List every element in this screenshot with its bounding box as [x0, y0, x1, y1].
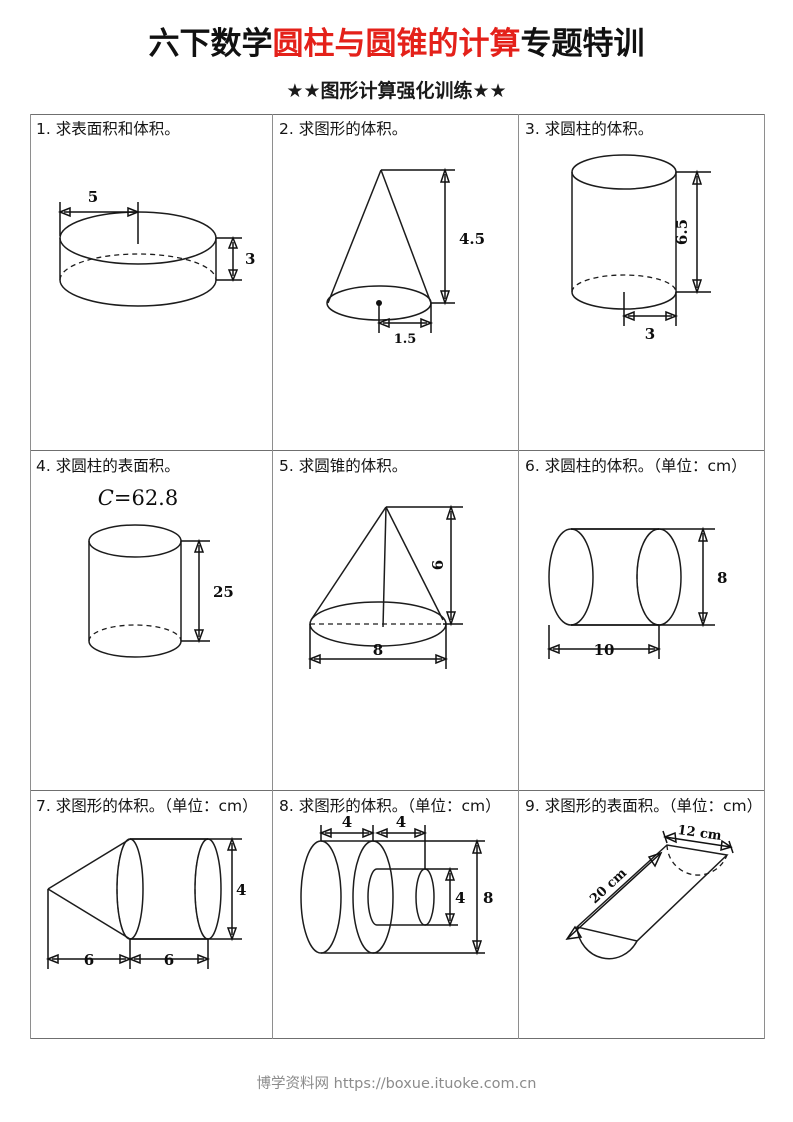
figure-1: 5 3 [30, 140, 272, 340]
problem-grid: 1. 求表面积和体积。 [30, 114, 765, 1039]
problem-cell-4: 4. 求圆柱的表面积。 C=62.8 25 [30, 451, 272, 790]
grid-line-bottom [30, 1038, 765, 1039]
figure-7: 4 6 6 [30, 817, 272, 977]
problem-text-8: 8. 求图形的体积。（单位：cm） [279, 797, 501, 815]
figure-8: 4 4 4 [273, 813, 518, 982]
label-radius-2: 1.5 [394, 332, 417, 347]
figure-2: 4.5 1.5 [273, 140, 518, 350]
title-prefix: 六下数学 [148, 26, 273, 62]
label-small-length-8: 4 [396, 813, 406, 831]
label-height-4: 25 [213, 583, 234, 601]
problem-cell-1: 1. 求表面积和体积。 [30, 114, 272, 450]
grid-line-col1 [272, 114, 273, 1039]
problem-text-5: 5. 求圆锥的体积。 [279, 457, 408, 475]
problem-text-6: 6. 求圆柱的体积。（单位：cm） [525, 457, 747, 475]
page-title: 六下数学圆柱与圆锥的计算专题特训 [0, 18, 793, 63]
label-big-diameter-8: 8 [483, 889, 493, 907]
problem-text-2: 2. 求图形的体积。 [279, 120, 408, 138]
label-cylinder-length-7: 6 [164, 951, 174, 969]
label-height-1: 3 [245, 250, 255, 268]
label-radius-1: 5 [88, 188, 98, 206]
problem-cell-8: 8. 求图形的体积。（单位：cm） [273, 791, 518, 1038]
label-height-3: 6.5 [673, 219, 691, 245]
label-diameter-5: 8 [373, 641, 383, 659]
label-height-2: 4.5 [459, 230, 485, 248]
problem-cell-7: 7. 求图形的体积。（单位：cm） [30, 791, 272, 1038]
grid-line-left [30, 114, 31, 1039]
problem-cell-6: 6. 求圆柱的体积。（单位：cm） 8 [519, 451, 764, 790]
footer-watermark: 博学资料网 https://boxue.ituoke.com.cn [256, 1076, 537, 1092]
problem-text-3: 3. 求圆柱的体积。 [525, 120, 654, 138]
label-big-length-8: 4 [342, 813, 352, 831]
figure-3: 6.5 3 [519, 140, 764, 355]
grid-line-right [764, 114, 765, 1039]
figure-4: C=62.8 25 [30, 477, 272, 692]
title-highlight: 圆柱与圆锥的计算 [272, 26, 521, 62]
problem-cell-5: 5. 求圆锥的体积。 6 [273, 451, 518, 790]
grid-line-row2 [30, 790, 765, 791]
label-diameter-6: 8 [717, 569, 727, 587]
figure-6: 8 10 [519, 477, 764, 677]
grid-line-col2 [518, 114, 519, 1039]
label-circumference-4: C=62.8 [98, 486, 178, 510]
label-height-5: 6 [429, 560, 447, 570]
figure-9: 20 cm 12 cm [519, 817, 764, 987]
problem-text-7: 7. 求图形的体积。（单位：cm） [36, 797, 258, 815]
label-cone-length-7: 6 [84, 951, 94, 969]
problem-cell-2: 2. 求图形的体积。 4.5 [273, 114, 518, 450]
label-width-9: 12 cm [677, 823, 723, 844]
label-diameter-7: 4 [236, 881, 246, 899]
problem-text-9: 9. 求图形的表面积。（单位：cm） [525, 797, 763, 815]
label-small-diameter-8: 4 [455, 889, 465, 907]
page-subtitle: ★★图形计算强化训练★★ [286, 80, 507, 102]
problem-text-1: 1. 求表面积和体积。 [36, 120, 180, 138]
figure-5: 6 8 [273, 477, 518, 692]
title-suffix: 专题特训 [520, 26, 645, 62]
label-radius-3: 3 [645, 325, 655, 343]
problem-cell-3: 3. 求圆柱的体积。 6.5 [519, 114, 764, 450]
problem-cell-9: 9. 求图形的表面积。（单位：cm） 20 cm [519, 791, 764, 1038]
problem-text-4: 4. 求圆柱的表面积。 [36, 457, 180, 475]
grid-line-row1 [30, 450, 765, 451]
grid-line-top [30, 114, 765, 115]
label-length-6: 10 [594, 641, 615, 659]
